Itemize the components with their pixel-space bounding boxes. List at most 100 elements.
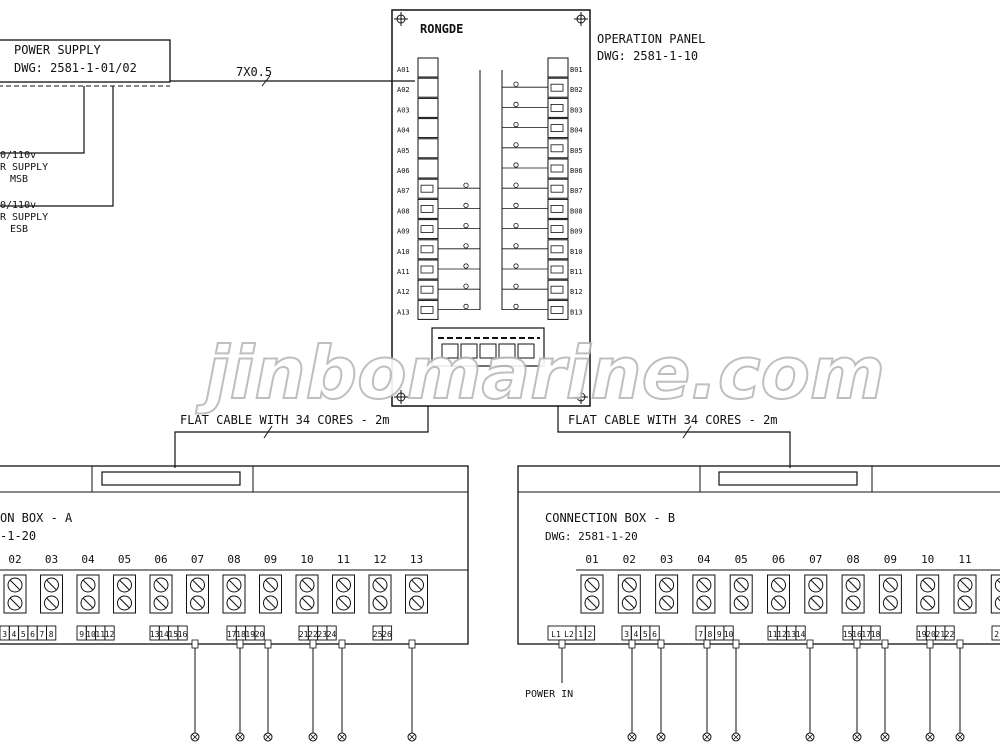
box-a-terminal — [381, 625, 393, 641]
feed-msb-voltage: 0/110v — [0, 150, 36, 161]
screw-icon — [659, 577, 675, 593]
box-b-channel-label: 11 — [958, 553, 971, 566]
box-a-terminal — [46, 625, 57, 641]
screw-icon — [263, 577, 278, 593]
panel-left-switch — [463, 263, 469, 269]
box-a-terminal-label: 16 — [178, 630, 188, 639]
box-a-channel-label: 07 — [191, 553, 204, 566]
panel-right-cell — [547, 77, 569, 98]
box-b-terminal-label: 1 — [578, 630, 583, 639]
box-b-fuse-holder — [692, 574, 716, 614]
screw-icon — [584, 577, 600, 593]
box-a-fuse-holder — [40, 574, 63, 614]
operation-panel: RONGDE OPERATION PANEL DWG: 2581-1-10 A0… — [391, 9, 705, 407]
box-a-terminal — [254, 625, 265, 641]
panel-left-led — [420, 265, 434, 274]
box-a-channel-label: 04 — [81, 553, 95, 566]
box-a-title: ON BOX - A — [0, 511, 73, 525]
feed-esb-source: ESB — [10, 224, 28, 235]
connector-slot — [479, 343, 497, 359]
box-b-terminal-label: 22 — [945, 630, 955, 639]
screw-icon — [372, 595, 388, 611]
screw-icon — [733, 595, 749, 611]
box-b-channel-label: 04 — [697, 553, 711, 566]
watermark: jinbomarine.com — [195, 331, 885, 415]
panel-right-cell — [547, 97, 569, 118]
panel-right-led — [550, 265, 564, 274]
box-a-fuse-holder — [3, 574, 27, 614]
screw-icon — [153, 577, 169, 593]
box-a-fuse-holder — [259, 574, 282, 614]
panel-left-switch — [463, 202, 469, 208]
panel-right-label: B13 — [570, 308, 583, 316]
panel-right-cell — [547, 118, 569, 139]
panel-right-led — [550, 164, 564, 173]
panel-left-cell — [417, 77, 439, 98]
box-b-terminal-label: 7 — [698, 630, 703, 639]
panel-right-switch — [513, 223, 519, 229]
panel-right-cell — [547, 57, 569, 78]
panel-left-label: A01 — [397, 66, 410, 74]
screw-icon — [117, 577, 132, 593]
box-b-terminal-label: 4 — [634, 630, 639, 639]
box-b-fuse-holder — [953, 574, 977, 614]
panel-left-label: A08 — [397, 207, 410, 215]
panel-right-cell — [547, 299, 569, 320]
box-b-terminal — [649, 625, 660, 641]
box-a-terminal-label: 24 — [327, 630, 337, 639]
box-b-fuse-holder — [729, 574, 753, 614]
screw-icon — [80, 577, 96, 593]
flat-cable-right-label: FLAT CABLE WITH 34 CORES - 2m — [568, 413, 778, 427]
panel-right-label: B04 — [570, 127, 583, 135]
panel-right-switch — [513, 182, 519, 188]
panel-right-label: B09 — [570, 228, 583, 236]
panel-right-switch — [513, 81, 519, 87]
panel-right-switch — [513, 101, 519, 108]
panel-right-label: B08 — [570, 207, 583, 215]
box-a-terminal-label: 15 — [168, 630, 178, 639]
screw-icon — [372, 577, 388, 593]
box-b-channel-label: 03 — [660, 553, 673, 566]
box-b-channel-label: 1 — [999, 553, 1000, 566]
panel-right-label: B02 — [570, 86, 583, 94]
box-b-channel-label: 01 — [585, 553, 598, 566]
box-a-terminal — [104, 625, 115, 641]
box-a-terminal-label: 10 — [86, 630, 96, 639]
screw-icon — [845, 577, 861, 593]
screw-icon — [994, 577, 1000, 593]
box-b-fuse-holder — [767, 574, 790, 614]
box-a-channel-label: 05 — [118, 553, 131, 566]
box-b-terminal-label: L2 — [564, 630, 574, 639]
box-a-channel-label: 08 — [227, 553, 240, 566]
panel-right-led — [550, 204, 564, 213]
panel-right-switch — [513, 243, 519, 249]
panel-right-led — [550, 144, 564, 153]
panel-left-cell — [417, 198, 439, 219]
box-a-channel-label: 13 — [410, 553, 423, 566]
panel-right-cell — [547, 178, 569, 199]
screw-icon — [409, 595, 424, 611]
box-b-terminal-label: 14 — [796, 630, 806, 639]
panel-right-switch — [513, 303, 519, 309]
panel-left-label: A03 — [397, 106, 410, 114]
screw-icon — [957, 595, 973, 611]
box-a-fuse-holder — [186, 574, 209, 614]
feed-esb-voltage: 0/110v — [0, 200, 36, 211]
panel-right-switch — [513, 283, 519, 289]
box-b-terminal-label: 18 — [871, 630, 881, 639]
box-a-channel-label: 11 — [337, 553, 350, 566]
feed-msb-supply: R SUPPLY — [0, 162, 48, 173]
flat-cable-left: FLAT CABLE WITH 34 CORES - 2m — [174, 406, 429, 468]
panel-right-switch — [513, 162, 519, 168]
panel-right-label: B12 — [570, 288, 583, 296]
screw-icon — [336, 577, 351, 593]
screw-icon — [920, 577, 936, 593]
panel-left-cell — [417, 138, 439, 159]
box-b-terminal-label: 16 — [852, 630, 862, 639]
screw-icon — [808, 577, 824, 593]
screw-icon — [882, 577, 898, 593]
panel-right-cell — [547, 219, 569, 240]
box-b-terminal-label: 5 — [643, 630, 648, 639]
